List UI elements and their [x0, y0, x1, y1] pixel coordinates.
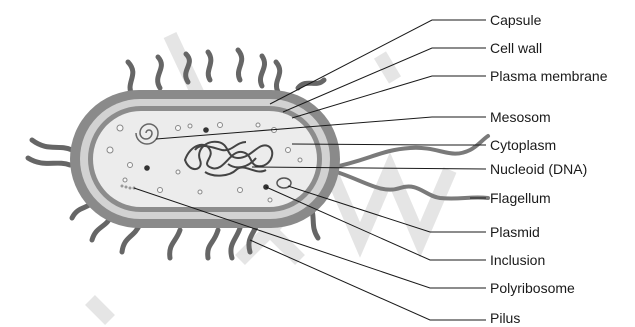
label-mesosome: Mesosom	[490, 109, 551, 125]
label-plasmid: Plasmid	[490, 224, 540, 240]
label-plasma-membrane: Plasma membrane	[490, 68, 608, 84]
cytoplasm-region	[93, 111, 317, 207]
label-capsule: Capsule	[490, 12, 541, 28]
label-polyribosome: Polyribosome	[490, 280, 575, 296]
label-flagellum: Flagellum	[490, 190, 551, 206]
label-nucleoid: Nucleoid (DNA)	[490, 161, 587, 177]
label-cytoplasm: Cytoplasm	[490, 137, 556, 153]
label-inclusion: Inclusion	[490, 252, 545, 268]
label-cell-wall: Cell wall	[490, 40, 542, 56]
label-pilus: Pilus	[490, 310, 520, 326]
